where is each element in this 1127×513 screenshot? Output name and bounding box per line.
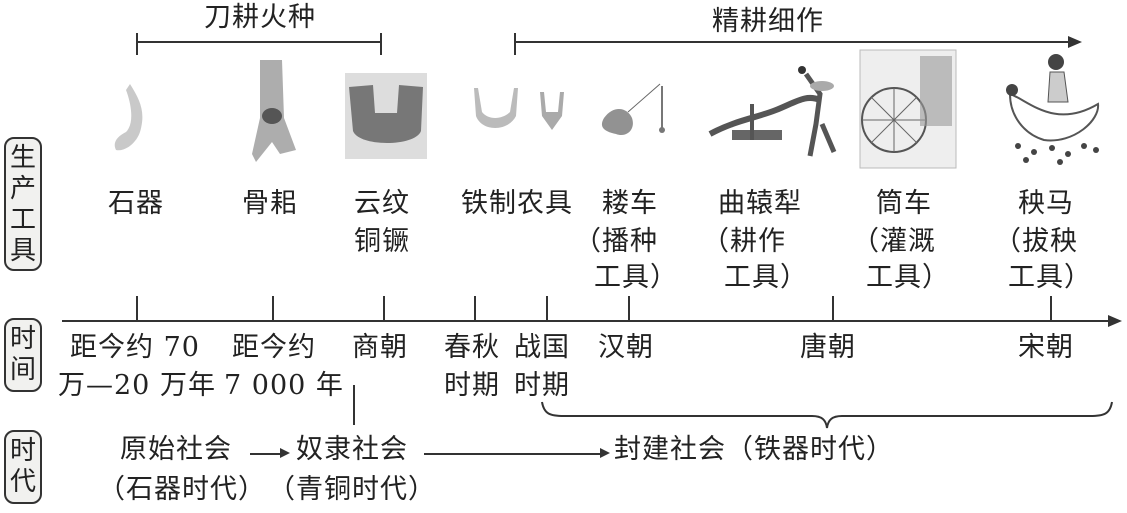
phase-label-intensive: 精耕细作 [712,6,824,37]
time-axis-arrow-icon [1108,315,1122,327]
bracket-end-right [380,33,382,55]
time-label-tang: 唐朝 [800,332,856,363]
tick-song [1050,296,1052,320]
time-label-1b: 万—20 万年 [58,370,216,401]
row-label-time: 时间 [4,318,42,392]
arrow-head-icon [1068,36,1082,48]
tool-name-bronze-hoe-1: 云纹 [354,188,410,219]
tool-desc-water-wheel-2: 工具） [866,262,950,293]
tool-name-rice-horse: 秧马 [1018,188,1074,219]
time-label-2b: 7 000 年 [224,370,344,401]
tick-stone [136,296,138,320]
tool-name-bronze-hoe-2: 铜镢 [354,226,410,257]
time-label-song: 宋朝 [1018,332,1074,363]
phase-label-slash-burn: 刀耕火种 [204,2,316,33]
feudal-brace [541,401,1113,429]
era-primitive: 原始社会 [120,434,232,465]
time-label-warring-2: 时期 [514,370,570,401]
rice-horse-icon [1006,54,1100,165]
era-arrow-1-head-icon [280,448,290,458]
arrow-start-tick [514,33,516,55]
tool-name-seed-drill: 耧车 [602,188,658,219]
era-slave-sub: （青铜时代） [268,474,436,505]
time-axis [62,320,1110,322]
bronze-hoe-icon [345,73,427,159]
era-arrow-2 [424,453,602,455]
tick-shang [383,296,385,320]
tick-spring-autumn [474,296,476,320]
shang-divider [353,385,355,425]
phase-bracket-slash-burn [136,41,382,43]
tool-desc-curved-plow-2: 工具） [724,262,808,293]
tool-name-stone: 石器 [108,188,164,219]
era-primitive-sub: （石器时代） [98,474,266,505]
tool-name-water-wheel: 筒车 [876,188,932,219]
iron-tools-icon [474,88,564,130]
time-label-warring-1: 战国 [514,332,570,363]
era-arrow-1 [250,453,280,455]
seed-drill-icon [601,83,665,136]
bracket-end-left [136,33,138,55]
time-label-spring-autumn-1: 春秋 [444,332,500,363]
tool-name-iron: 铁制农具 [461,188,573,219]
era-feudal: 封建社会（铁器时代） [614,434,894,465]
tick-han [628,296,630,320]
tool-name-bone-spade: 骨耜 [242,188,298,219]
time-label-1a: 距今约 70 [70,332,200,363]
stone-tool-icon [114,84,143,151]
row-label-era: 时代 [4,430,42,504]
bone-spade-icon [252,60,296,162]
time-label-shang: 商朝 [352,332,408,363]
tool-desc-seed-drill-1: （播种 [574,226,658,257]
time-label-han: 汉朝 [598,332,654,363]
tool-name-curved-plow: 曲辕犁 [718,188,802,219]
tick-tang [832,296,834,320]
era-arrow-2-head-icon [600,448,610,458]
era-slave: 奴隶社会 [296,434,408,465]
tool-desc-curved-plow-1: （耕作 [702,226,786,257]
tool-desc-seed-drill-2: 工具） [594,262,678,293]
phase-arrow-intensive [515,41,1071,43]
curved-plow-icon [708,66,837,157]
tick-warring [546,296,548,320]
water-wheel-icon [859,49,957,169]
time-label-2a: 距今约 [232,332,316,363]
time-label-spring-autumn-2: 时期 [444,370,500,401]
row-label-tools: 生产工具 [4,137,42,271]
tool-desc-water-wheel-1: （灌溉 [852,226,936,257]
tick-bone [272,296,274,320]
tool-desc-rice-horse-1: （拔秧 [994,226,1078,257]
tool-desc-rice-horse-2: 工具） [1008,262,1092,293]
